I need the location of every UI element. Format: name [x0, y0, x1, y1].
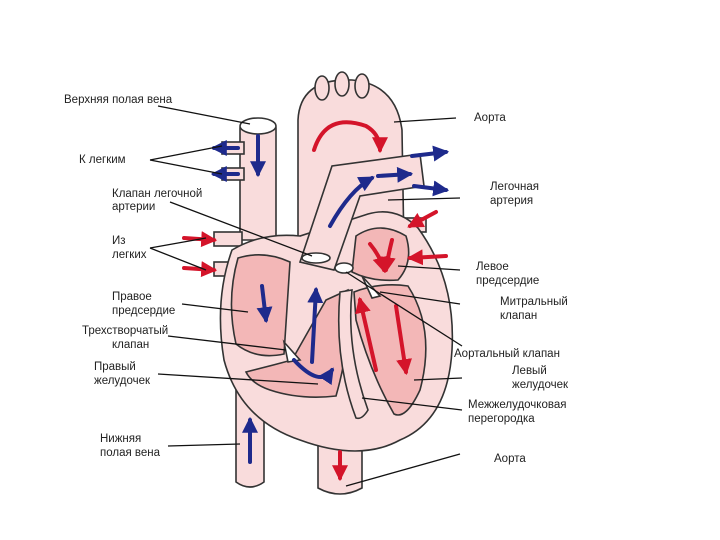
label-left-ventricle-line1: Левый [512, 365, 547, 377]
pulmonary-vein-left-1 [213, 231, 243, 247]
flow-aortic-arch [312, 120, 388, 154]
deoxygenated-flow [210, 134, 450, 464]
leader-aortic-valve [345, 271, 463, 347]
leader-left-ventricle [413, 377, 463, 381]
flow-left-ventricle-down [394, 304, 412, 376]
label-mitral-line2: клапан [500, 310, 537, 322]
label-pulmonary-valve-line1: Клапан легочной [112, 188, 202, 200]
labels-right: Аорта Легочная артерия Левое предсердие … [454, 112, 569, 465]
label-mitral-line1: Митральный [500, 296, 568, 308]
flow-from-right-lung-1 [407, 210, 438, 228]
flow-from-right-lung-2 [406, 249, 448, 266]
leader-right-atrium [181, 303, 249, 313]
flow-from-left-lung-2 [182, 261, 218, 278]
leader-ivc [167, 443, 241, 447]
leader-septum [361, 397, 463, 411]
label-right-atrium-line1: Правое [112, 291, 152, 303]
label-septum-line1: Межжелудочковая [468, 399, 566, 411]
label-pulmonary-valve-line2: артерии [112, 201, 155, 213]
aorta-branch-2 [334, 71, 350, 97]
leader-aorta-bottom [345, 453, 461, 487]
leader-to-lungs-1 [149, 145, 223, 161]
flow-lungs-right-2 [412, 180, 450, 197]
label-tricuspid-line2: клапан [112, 339, 149, 351]
label-aorta-bottom: Аорта [494, 453, 526, 465]
label-right-ventricle-line1: Правый [94, 361, 136, 373]
label-inferior-vena-cava-line1: Нижняя [100, 433, 141, 445]
label-left-ventricle-line2: желудочек [512, 379, 569, 391]
flow-pulmonary-up [307, 286, 324, 364]
leader-aorta-top [393, 117, 457, 123]
oxygenated-flow [182, 120, 448, 482]
leader-right-ventricle [157, 373, 319, 385]
labels-left: Верхняя полая вена К легким Клапан легоч… [64, 94, 202, 459]
left-ventricle-chamber [353, 284, 427, 416]
left-atrium-chamber [351, 227, 410, 282]
aortic-valve-shape [334, 262, 354, 274]
label-pulmonary-artery-line2: артерия [490, 195, 533, 207]
flow-left-ventricle-up [355, 296, 378, 372]
heart-illustration [213, 71, 454, 495]
leader-from-lungs-2 [149, 247, 207, 271]
flow-right-ventricle [292, 358, 334, 386]
mitral-valve-shape [361, 275, 382, 299]
label-aorta-top: Аорта [474, 112, 506, 124]
label-left-atrium-line2: предсердие [476, 275, 539, 287]
label-superior-vena-cava: Верхняя полая вена [64, 94, 173, 106]
label-septum-line2: перегородка [468, 413, 535, 425]
svc-opening [239, 117, 277, 135]
flow-left-atrium-2 [379, 238, 396, 274]
leader-to-lungs-2 [149, 159, 223, 175]
pulmonary-valve-shape [301, 252, 331, 264]
label-from-lungs-line2: легких [112, 249, 147, 261]
label-right-ventricle-line2: желудочек [94, 375, 151, 387]
flow-right-atrium-down [256, 284, 273, 324]
label-aortic-valve: Аортальный клапан [454, 348, 560, 360]
label-left-atrium-line1: Левое [476, 261, 509, 273]
flow-to-right-lung [376, 166, 414, 183]
label-tricuspid-line1: Трехстворчатый [82, 325, 168, 337]
leader-pulm-artery [387, 197, 461, 201]
leader-svc [157, 105, 251, 125]
right-atrium-chamber [230, 254, 291, 357]
leader-pulm-valve [169, 201, 313, 257]
interventricular-septum-shape [337, 289, 369, 420]
leader-left-atrium [397, 265, 461, 271]
aorta-branch-3 [354, 73, 370, 99]
label-to-lungs: К легким [79, 154, 126, 166]
flow-lungs-right-1 [410, 145, 450, 162]
label-inferior-vena-cava-line2: полая вена [100, 447, 161, 459]
leader-mitral [379, 291, 461, 305]
label-right-atrium-line2: предсердие [112, 305, 175, 317]
aorta-branch-1 [314, 75, 330, 101]
label-pulmonary-artery-line1: Легочная [490, 181, 539, 193]
label-from-lungs-line1: Из [112, 235, 126, 247]
leader-lines [149, 105, 463, 487]
flow-pulmonary-trunk [328, 176, 375, 228]
leader-from-lungs-1 [149, 237, 207, 249]
leader-tricuspid [167, 335, 287, 351]
